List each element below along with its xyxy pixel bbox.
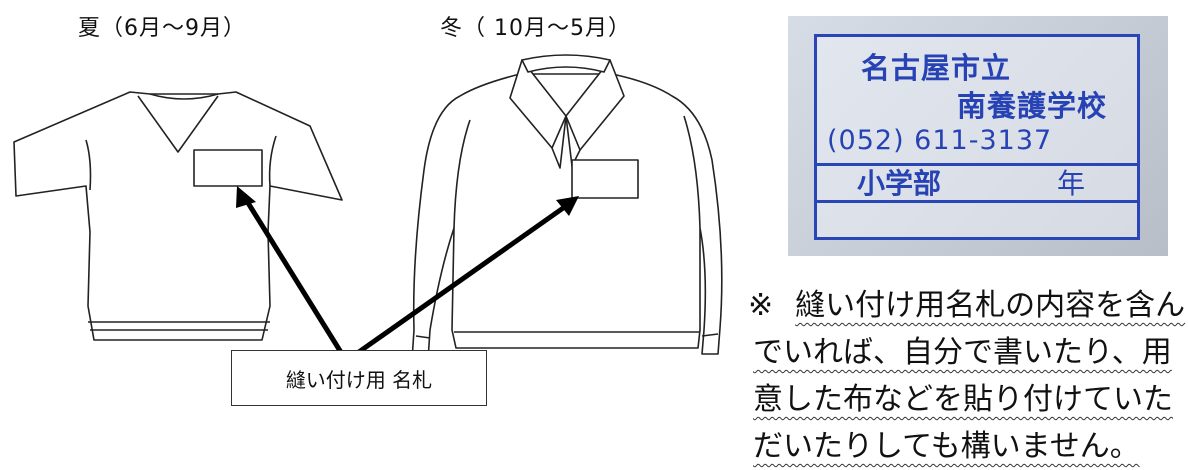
note-text-4: だいたりしても構いません。 xyxy=(753,429,1140,464)
arrow-to-winter-tag-head xyxy=(556,196,579,216)
note-mark: ※ xyxy=(748,288,774,323)
summer-nametag-box xyxy=(193,149,263,187)
nametag-sample: 名古屋市立 南養護学校 (052) 611-3137 小学部 年 xyxy=(814,34,1140,240)
note-line-2: でいれば、自分で書いたり、用 xyxy=(748,329,1188,376)
nametag-line2: 南養護学校 xyxy=(957,89,1108,123)
note-line-3: 意した布などを貼り付けていた xyxy=(748,376,1188,423)
note-line-4: だいたりしても構いません。 xyxy=(748,423,1188,470)
pointer-arrows xyxy=(236,186,579,357)
winter-shirt-collar-back xyxy=(521,54,611,73)
arrow-to-summer-tag-head xyxy=(236,186,256,208)
nametag-line1: 名古屋市立 xyxy=(861,51,1012,85)
callout-sewn-nametag: 縫い付け用 名札 xyxy=(231,350,487,406)
winter-shirt-sleeve-seam-right xyxy=(683,115,701,229)
note-text-1: 縫い付け用名札の内容を含ん xyxy=(795,288,1186,323)
summer-shirt-sleeve-seam-left xyxy=(85,139,92,191)
winter-shirt xyxy=(411,54,723,361)
nametag-dept-row: 小学部 年 xyxy=(817,163,1137,203)
winter-nametag-box xyxy=(571,159,639,199)
summer-shirt xyxy=(13,91,343,341)
note-line-1: ※ 縫い付け用名札の内容を含ん xyxy=(748,282,1188,329)
winter-shirt-body xyxy=(411,73,723,361)
winter-shirt-cuff-left xyxy=(415,335,431,339)
note-text-2: でいれば、自分で書いたり、用 xyxy=(753,335,1172,370)
summer-shirt-sleeve-seam-right xyxy=(268,135,277,187)
nametag-phone: (052) 611-3137 xyxy=(827,125,1053,156)
winter-shirt-cuff-right xyxy=(701,333,719,337)
summer-shirt-vneck xyxy=(137,95,219,153)
nametag-photo: 名古屋市立 南養護学校 (052) 611-3137 小学部 年 xyxy=(788,16,1168,256)
note: ※ 縫い付け用名札の内容を含ん でいれば、自分で書いたり、用 意した布などを貼り付… xyxy=(748,282,1188,470)
nametag-dept: 小学部 xyxy=(857,167,942,200)
winter-title: 冬（ 10月〜5月） xyxy=(440,16,631,41)
note-text-3: 意した布などを貼り付けていた xyxy=(753,382,1173,417)
winter-shirt-sleeve-seam-left xyxy=(453,119,471,229)
arrow-to-summer-tag xyxy=(242,196,345,356)
summer-shirt-body xyxy=(13,91,343,341)
callout-label: 縫い付け用 名札 xyxy=(285,367,433,392)
summer-shirt-neck xyxy=(149,93,219,100)
arrow-to-winter-tag xyxy=(354,203,568,357)
summer-title: 夏（6月〜9月） xyxy=(78,16,246,41)
nametag-grade: 年 xyxy=(1057,167,1086,200)
